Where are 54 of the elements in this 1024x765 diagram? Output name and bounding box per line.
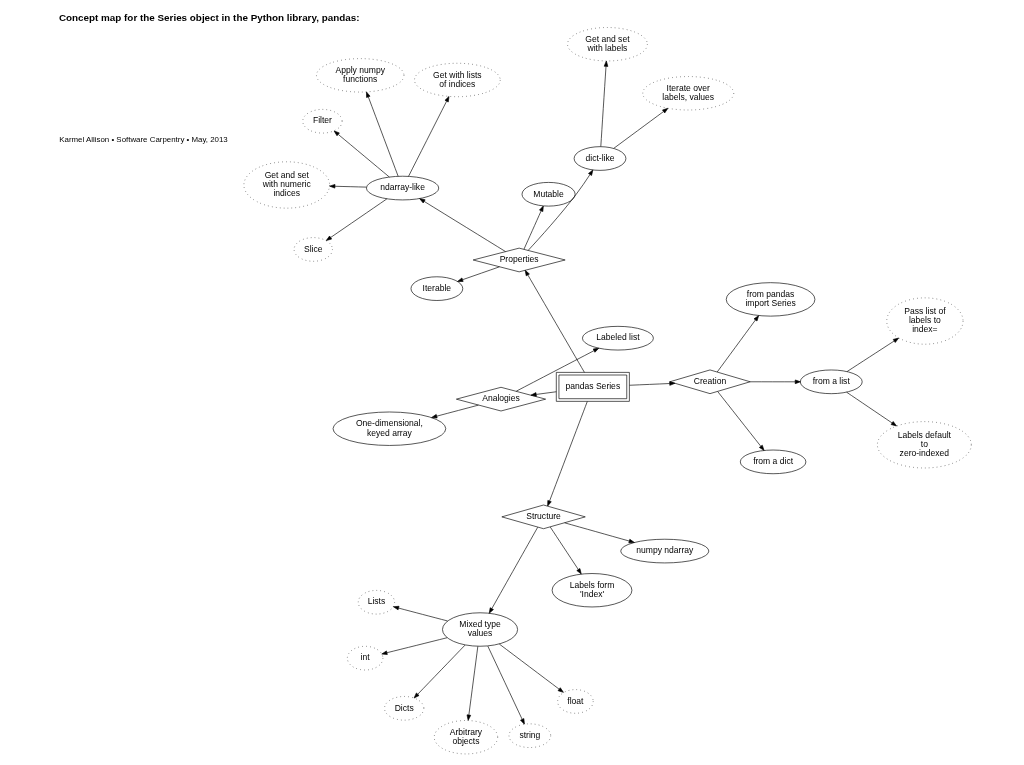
arrow [599,60,608,147]
node-ellipse: from a dict [739,449,806,475]
arrow [456,266,500,282]
arrow [549,526,582,575]
arrow [524,270,585,373]
arrow [612,108,668,149]
node-ellipse: Iterate over labels, values [641,76,734,111]
arrow [716,315,759,373]
arrow [392,605,448,622]
arrow [563,522,635,544]
node-diamond: Properties [472,247,565,273]
node-ellipse: from a list [799,369,863,394]
arrow [466,646,478,721]
arrow [515,347,599,392]
arrow [628,381,675,386]
arrow [365,91,398,177]
arrow [488,526,538,614]
arrow [430,404,479,419]
arrow [487,645,525,725]
node-ellipse: Arbitrary objects [433,720,498,755]
node-diamond: Analogies [455,386,546,412]
arrow [749,379,801,384]
arrow [498,643,564,693]
arrow [325,198,387,241]
arrow [716,391,764,451]
node-ellipse: Filter [301,109,342,134]
node-ellipse: Mixed type values [441,612,518,647]
arrow [418,198,506,252]
node-ellipse: from pandas import Series [725,282,815,317]
diagram-title: Concept map for the Series object in the Python library, pandas: [58,11,359,23]
node-ellipse: Get and set with labels [566,27,648,62]
arrow [527,169,593,251]
arrow [846,337,899,372]
node-ellipse: Get and set with numeric indices [243,161,330,209]
node-ellipse: ndarray-like [365,175,439,201]
arrow [328,184,367,189]
node-ellipse: string [508,723,551,748]
arrow [333,130,390,178]
node-ellipse: int [346,645,383,671]
arrow [380,637,447,655]
arrow [523,205,544,250]
node-ellipse: Apply numpy functions [315,58,404,93]
node-ellipse: dict-like [573,146,626,171]
arrow [530,391,557,397]
arrow [413,644,465,699]
node-ellipse: Get with lists of indices [413,62,501,98]
arrow [407,96,449,177]
arrow [546,401,588,507]
arrow [845,391,897,427]
node-diamond: Structure [501,504,586,530]
node-ellipse: Lists [357,590,395,615]
node-ellipse: Mutable [521,182,575,207]
node-ellipse: Dicts [383,696,424,721]
node-ellipse: Labels form 'Index' [551,573,632,608]
